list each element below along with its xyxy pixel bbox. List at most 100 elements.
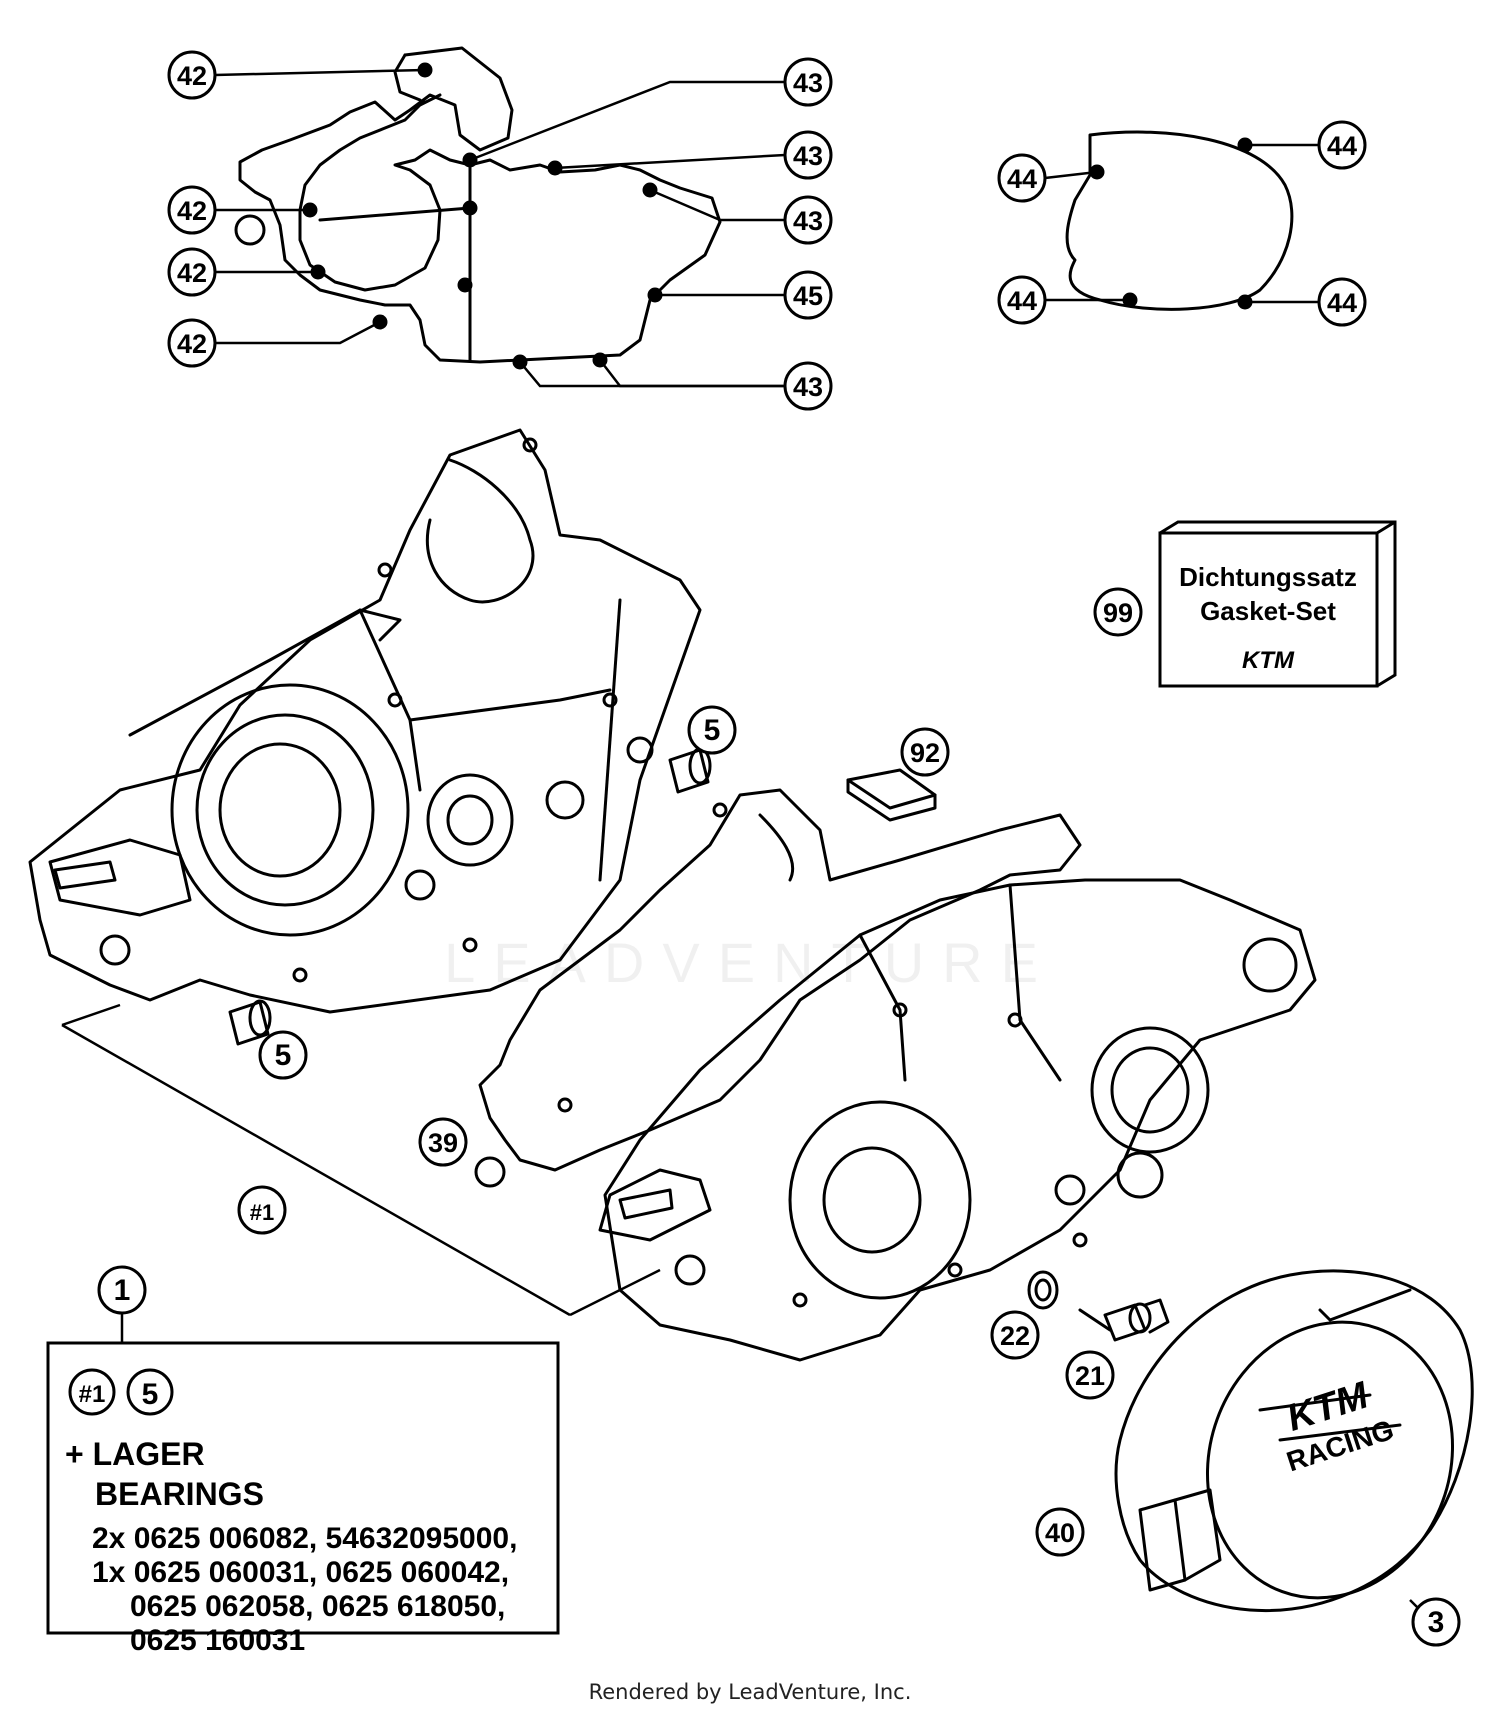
callout-c40: 40 bbox=[1035, 1507, 1085, 1557]
callout-circle bbox=[167, 318, 217, 368]
callout-label: 44 bbox=[1327, 288, 1357, 318]
callouts: 42 42 42 42 43 43 43 43 45 44 44 44 44 99 5 92 5 39 #1 1 22 2… bbox=[97, 50, 1461, 1647]
callout-c42d: 42 bbox=[167, 318, 217, 368]
callout-label: 43 bbox=[793, 141, 823, 171]
callout-label: 45 bbox=[793, 281, 823, 311]
callout-c1h: #1 bbox=[237, 1185, 287, 1235]
callout-label: 99 bbox=[1103, 598, 1133, 628]
callout-label: 5 bbox=[275, 1039, 292, 1072]
callout-c5a: 5 bbox=[687, 705, 737, 755]
callout-c43d: 43 bbox=[783, 361, 833, 411]
callout-label: 44 bbox=[1327, 131, 1357, 161]
callout-c45: 45 bbox=[783, 270, 833, 320]
crankcase-gasket bbox=[234, 46, 722, 370]
callout-label: 44 bbox=[1007, 164, 1037, 194]
callout-label: 22 bbox=[1000, 1321, 1030, 1351]
callout-circle bbox=[783, 270, 833, 320]
drain-plug-21 bbox=[1078, 1298, 1170, 1342]
ignition-cover bbox=[1114, 1269, 1474, 1613]
gasket-kit-label-en: Gasket-Set bbox=[1200, 596, 1336, 626]
callout-c3: 3 bbox=[1411, 1597, 1461, 1647]
washer-22 bbox=[1027, 1270, 1059, 1310]
callout-label: 3 bbox=[1428, 1606, 1445, 1639]
callout-label: 42 bbox=[177, 329, 207, 359]
callout-c43a: 43 bbox=[783, 57, 833, 107]
callout-circle bbox=[258, 1030, 308, 1080]
callout-c5b: 5 bbox=[258, 1030, 308, 1080]
callout-label: 5 bbox=[704, 714, 721, 747]
left-crankcase-half bbox=[28, 428, 702, 1014]
callout-circle bbox=[167, 50, 217, 100]
callout-circle bbox=[1065, 1350, 1115, 1400]
parts-note-line-3: 2x 0625 006082, 54632095000, bbox=[92, 1522, 517, 1555]
callout-circle bbox=[783, 195, 833, 245]
callout-c42b: 42 bbox=[167, 185, 217, 235]
callout-label: 92 bbox=[910, 738, 940, 768]
callout-circle bbox=[1093, 587, 1143, 637]
callout-label: 42 bbox=[177, 258, 207, 288]
callout-label: 40 bbox=[1045, 1518, 1075, 1548]
callout-c22: 22 bbox=[990, 1310, 1040, 1360]
callout-c42a: 42 bbox=[167, 50, 217, 100]
parts-note-line-6: 0625 160031 bbox=[130, 1624, 305, 1657]
callout-c21: 21 bbox=[1065, 1350, 1115, 1400]
callout-c43c: 43 bbox=[783, 195, 833, 245]
parts-note-line-5: 0625 062058, 0625 618050, bbox=[130, 1590, 505, 1623]
parts-note-line-2: BEARINGS bbox=[95, 1476, 264, 1512]
callout-circle bbox=[237, 1185, 287, 1235]
right-crankcase-half bbox=[598, 878, 1317, 1362]
callout-circle bbox=[997, 275, 1047, 325]
callout-circle bbox=[1317, 120, 1367, 170]
parts-note-line-4: 1x 0625 060031, 0625 060042, bbox=[92, 1556, 509, 1589]
callout-c42c: 42 bbox=[167, 247, 217, 297]
callout-label: 44 bbox=[1007, 286, 1037, 316]
callout-circle bbox=[1035, 1507, 1085, 1557]
callout-label: 43 bbox=[793, 68, 823, 98]
callout-circle bbox=[97, 1265, 147, 1315]
gasket-kit-logo: KTM bbox=[1242, 647, 1295, 674]
callout-c44b: 44 bbox=[1317, 120, 1367, 170]
parts-note-refs: #1 5 bbox=[68, 1368, 174, 1416]
parts-note-line-1: + LAGER bbox=[65, 1436, 205, 1472]
leader-lines bbox=[61, 68, 1431, 1621]
callout-circle bbox=[900, 727, 950, 777]
bearing-lower bbox=[228, 999, 272, 1046]
callout-c44a: 44 bbox=[997, 153, 1047, 203]
callout-label: 21 bbox=[1075, 1361, 1105, 1391]
ignition-cover-gasket bbox=[1065, 130, 1294, 311]
parts-note-ref-2: 5 bbox=[142, 1378, 159, 1411]
callout-circle bbox=[997, 153, 1047, 203]
callout-circle bbox=[1411, 1597, 1461, 1647]
callout-label: 43 bbox=[793, 206, 823, 236]
callout-c43b: 43 bbox=[783, 130, 833, 180]
callout-c44d: 44 bbox=[1317, 277, 1367, 327]
callout-label: 42 bbox=[177, 61, 207, 91]
callout-circle bbox=[990, 1310, 1040, 1360]
callout-circle bbox=[687, 705, 737, 755]
callout-label: 39 bbox=[428, 1128, 458, 1158]
callout-circle bbox=[783, 361, 833, 411]
callout-circle bbox=[167, 247, 217, 297]
callout-c92: 92 bbox=[900, 727, 950, 777]
callout-label: 43 bbox=[793, 372, 823, 402]
gasket-kit-label-de: Dichtungssatz bbox=[1179, 562, 1357, 592]
centre-crankcase-gasket bbox=[474, 788, 1082, 1188]
callout-circle bbox=[1317, 277, 1367, 327]
callout-c1: 1 bbox=[97, 1265, 147, 1315]
callout-c99: 99 bbox=[1093, 587, 1143, 637]
callout-circle bbox=[783, 130, 833, 180]
callout-c39: 39 bbox=[418, 1117, 468, 1167]
callout-circle bbox=[418, 1117, 468, 1167]
gasket-kit-box bbox=[1158, 520, 1397, 688]
callout-label: #1 bbox=[250, 1200, 274, 1225]
callout-label: 42 bbox=[177, 196, 207, 226]
footer-credit: Rendered by LeadVenture, Inc. bbox=[588, 1680, 912, 1704]
callout-label: 1 bbox=[114, 1274, 131, 1307]
callout-circle bbox=[783, 57, 833, 107]
part-92-shim bbox=[846, 768, 937, 822]
callout-c44c: 44 bbox=[997, 275, 1047, 325]
cover-badge: KTM RACING bbox=[1282, 1374, 1397, 1477]
parts-note-ref-1: #1 bbox=[79, 1381, 106, 1408]
bearing-upper bbox=[668, 747, 712, 794]
